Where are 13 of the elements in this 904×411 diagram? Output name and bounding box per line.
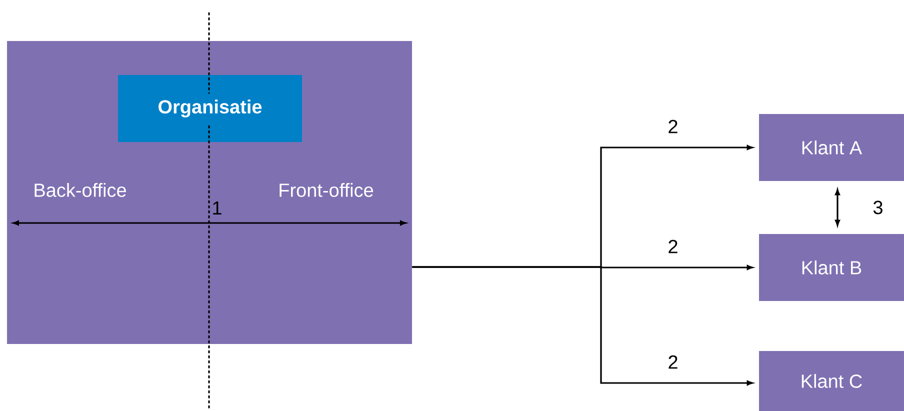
callout-number: 1 (213, 201, 222, 215)
org-box: Organisatie (118, 75, 302, 142)
edge-label: 2 (668, 240, 678, 254)
edge-label: 2 (668, 120, 678, 134)
edge-label: 2 (668, 355, 678, 369)
client-box: Klant A (759, 114, 904, 181)
side-label: Back-office (34, 183, 126, 197)
client-box: Klant B (759, 234, 904, 301)
arrow (412, 266, 753, 386)
side-label: Front-office (280, 183, 374, 197)
edge-label: 3 (873, 200, 882, 214)
client-box: Klant C (759, 351, 904, 411)
arrow (835, 189, 840, 226)
